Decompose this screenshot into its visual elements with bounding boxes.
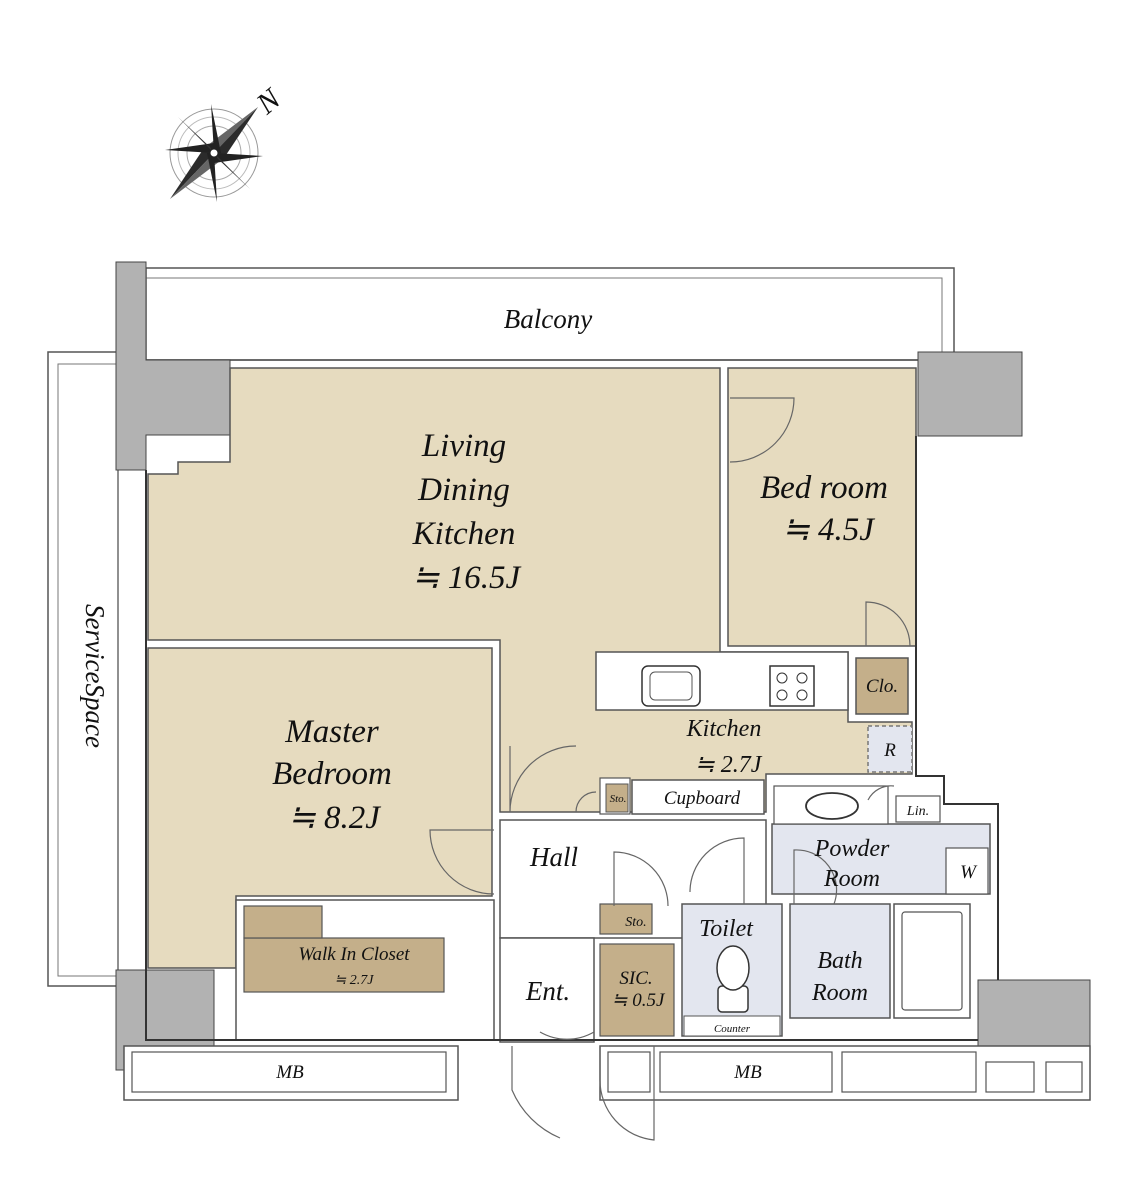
bedroom-label: Bed room bbox=[760, 470, 888, 506]
master-bedroom-size-label: ≒ 8.2J bbox=[288, 800, 381, 836]
shoe-closet bbox=[599, 943, 675, 1037]
ldk-label-line1: Living bbox=[421, 428, 506, 464]
storage-lower bbox=[599, 903, 653, 935]
entrance-label: Ent. bbox=[525, 976, 570, 1006]
counter-label: Counter bbox=[714, 1023, 751, 1035]
sink-icon bbox=[641, 665, 701, 707]
master-bedroom-label-line1: Master bbox=[284, 714, 379, 750]
service-space-label: ServiceSpace bbox=[80, 604, 110, 748]
refrigerator-label: R bbox=[883, 740, 896, 761]
walk-in-closet-label: Walk In Closet bbox=[298, 944, 410, 965]
closet-label: Clo. bbox=[866, 676, 898, 697]
mb-left-label: MB bbox=[275, 1062, 304, 1083]
bedroom-floor bbox=[727, 367, 917, 647]
kitchen-size-label: ≒ 2.7J bbox=[695, 752, 763, 778]
sic-size-label: ≒ 0.5J bbox=[612, 990, 666, 1011]
sic-label: SIC. bbox=[619, 968, 652, 989]
exterior-walls bbox=[145, 436, 999, 1041]
walk-in-closet-shelf bbox=[243, 937, 445, 993]
toilet-label: Toilet bbox=[699, 916, 754, 942]
master-bedroom-label-line2: Bedroom bbox=[272, 756, 392, 792]
toilet-bowl-icon bbox=[716, 945, 750, 1013]
mb-box-left bbox=[131, 1051, 447, 1093]
bedroom-size-label: ≒ 4.5J bbox=[782, 512, 875, 548]
washbasin-icon bbox=[805, 792, 859, 820]
closet-storage bbox=[855, 657, 909, 715]
kitchen-label: Kitchen bbox=[686, 716, 762, 742]
linen-label: Lin. bbox=[906, 804, 929, 819]
cupboard-label: Cupboard bbox=[664, 788, 741, 809]
cupboard bbox=[631, 779, 765, 815]
bath-room bbox=[789, 903, 891, 1019]
service-space-area bbox=[47, 351, 119, 987]
ldk-size-label: ≒ 16.5J bbox=[412, 560, 522, 596]
powder-room-label-line1: Powder bbox=[814, 836, 890, 862]
bath-room-label-line1: Bath bbox=[817, 948, 862, 974]
hall-label: Hall bbox=[529, 842, 578, 872]
stove-icon bbox=[769, 665, 815, 707]
linen-storage bbox=[895, 795, 941, 823]
compass-rose-icon: N bbox=[165, 81, 288, 202]
washer-label: W bbox=[960, 862, 978, 883]
mb-box-right bbox=[659, 1051, 833, 1093]
mb-right-label: MB bbox=[733, 1062, 762, 1083]
bathtub-icon bbox=[893, 903, 971, 1019]
balcony-label: Balcony bbox=[504, 304, 592, 334]
refrigerator-space bbox=[867, 725, 913, 773]
powder-room-label-line2: Room bbox=[823, 866, 880, 892]
ldk-label-line3: Kitchen bbox=[412, 516, 516, 552]
washer-space bbox=[945, 847, 989, 895]
compass-north-label: N bbox=[250, 81, 289, 121]
storage-upper-label: Sto. bbox=[610, 793, 627, 805]
door-swings bbox=[429, 397, 911, 1141]
ldk-label-line2: Dining bbox=[417, 472, 510, 508]
structural-columns bbox=[115, 261, 1091, 1071]
walk-in-closet-size-label: ≒ 2.7J bbox=[335, 973, 375, 988]
bath-room-label-line2: Room bbox=[811, 980, 868, 1006]
master-bedroom-floor bbox=[147, 647, 493, 969]
storage-lower-label: Sto. bbox=[625, 915, 646, 930]
